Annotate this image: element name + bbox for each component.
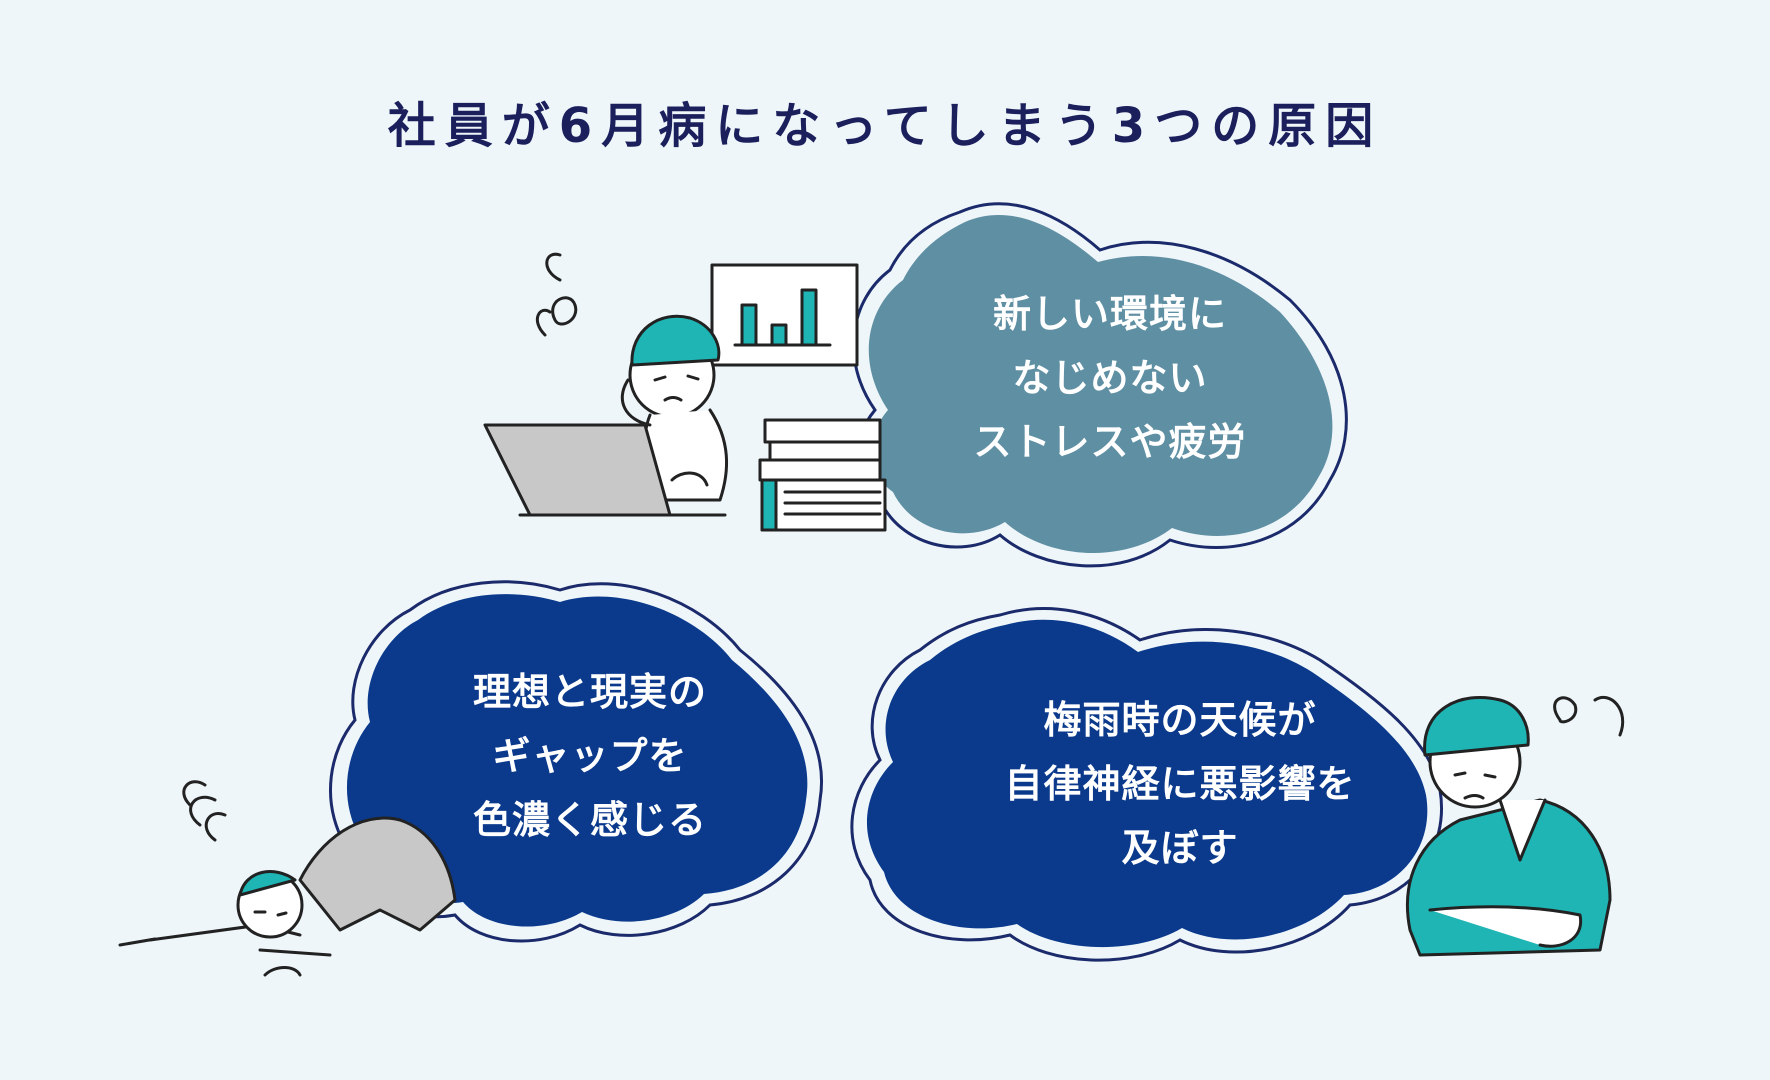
collapsed-worker-illustration: [118, 780, 457, 977]
thought-bubble-1: [852, 202, 1348, 568]
cause-3-line-2: 自律神経に悪影響を: [1004, 762, 1356, 806]
thought-bubble-2: [329, 580, 823, 943]
tired-person-illustration: [1405, 695, 1625, 957]
cause-1-line-2: なじめない: [1012, 356, 1208, 400]
cause-1-line-1: 新しい環境に: [992, 292, 1227, 336]
worried-office-worker-illustration: [483, 252, 887, 532]
cause-2-line-3: 色濃く感じる: [472, 798, 707, 842]
cause-1-line-3: ストレスや疲労: [973, 420, 1247, 464]
cause-3-text: 梅雨時の天候が 自律神経に悪影響を 及ぼす: [920, 688, 1440, 880]
cause-1-text: 新しい環境に なじめない ストレスや疲労: [905, 282, 1315, 474]
page-title: 社員が6月病になってしまう3つの原因: [387, 98, 1383, 154]
cause-3-line-3: 及ぼす: [1121, 826, 1239, 870]
cause-2-line-1: 理想と現実の: [472, 670, 707, 714]
cause-3-line-1: 梅雨時の天候が: [1043, 698, 1317, 742]
thought-bubble-3: [850, 607, 1443, 962]
cause-2-text: 理想と現実の ギャップを 色濃く感じる: [385, 660, 795, 852]
cause-2-line-2: ギャップを: [492, 734, 688, 778]
